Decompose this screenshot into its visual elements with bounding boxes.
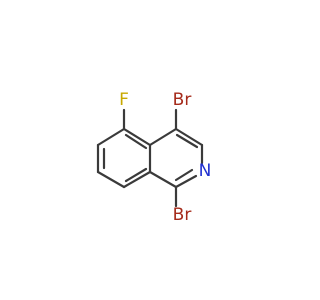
bond-n2-c1 (174, 174, 198, 189)
atom-label-bromine-top: Br (173, 90, 192, 110)
bond-c8-c8a (122, 170, 152, 189)
atom-label-bromine-bottom: Br (173, 205, 192, 225)
bond-c4-c3 (174, 127, 204, 147)
molecule-structure-diagram: F Br N Br (96, 90, 212, 225)
bond-c8-c8a-inner (124, 167, 148, 183)
bond-c4a-c5 (122, 127, 152, 147)
atom-label-fluorine: F (119, 90, 129, 110)
bond-c4a-c4 (148, 127, 178, 147)
bond-c7-c8 (96, 170, 126, 189)
pyridine-ring (148, 127, 204, 189)
bond-c4a-c5-inner (124, 133, 148, 150)
bond-c1-c8a (148, 170, 178, 189)
bond-n2-c1-inner (174, 168, 194, 182)
atom-label-nitrogen: N (199, 161, 212, 181)
benzene-ring (96, 127, 152, 189)
bond-c5-c6 (96, 127, 126, 147)
bond-c4-c3-inner (175, 133, 199, 149)
